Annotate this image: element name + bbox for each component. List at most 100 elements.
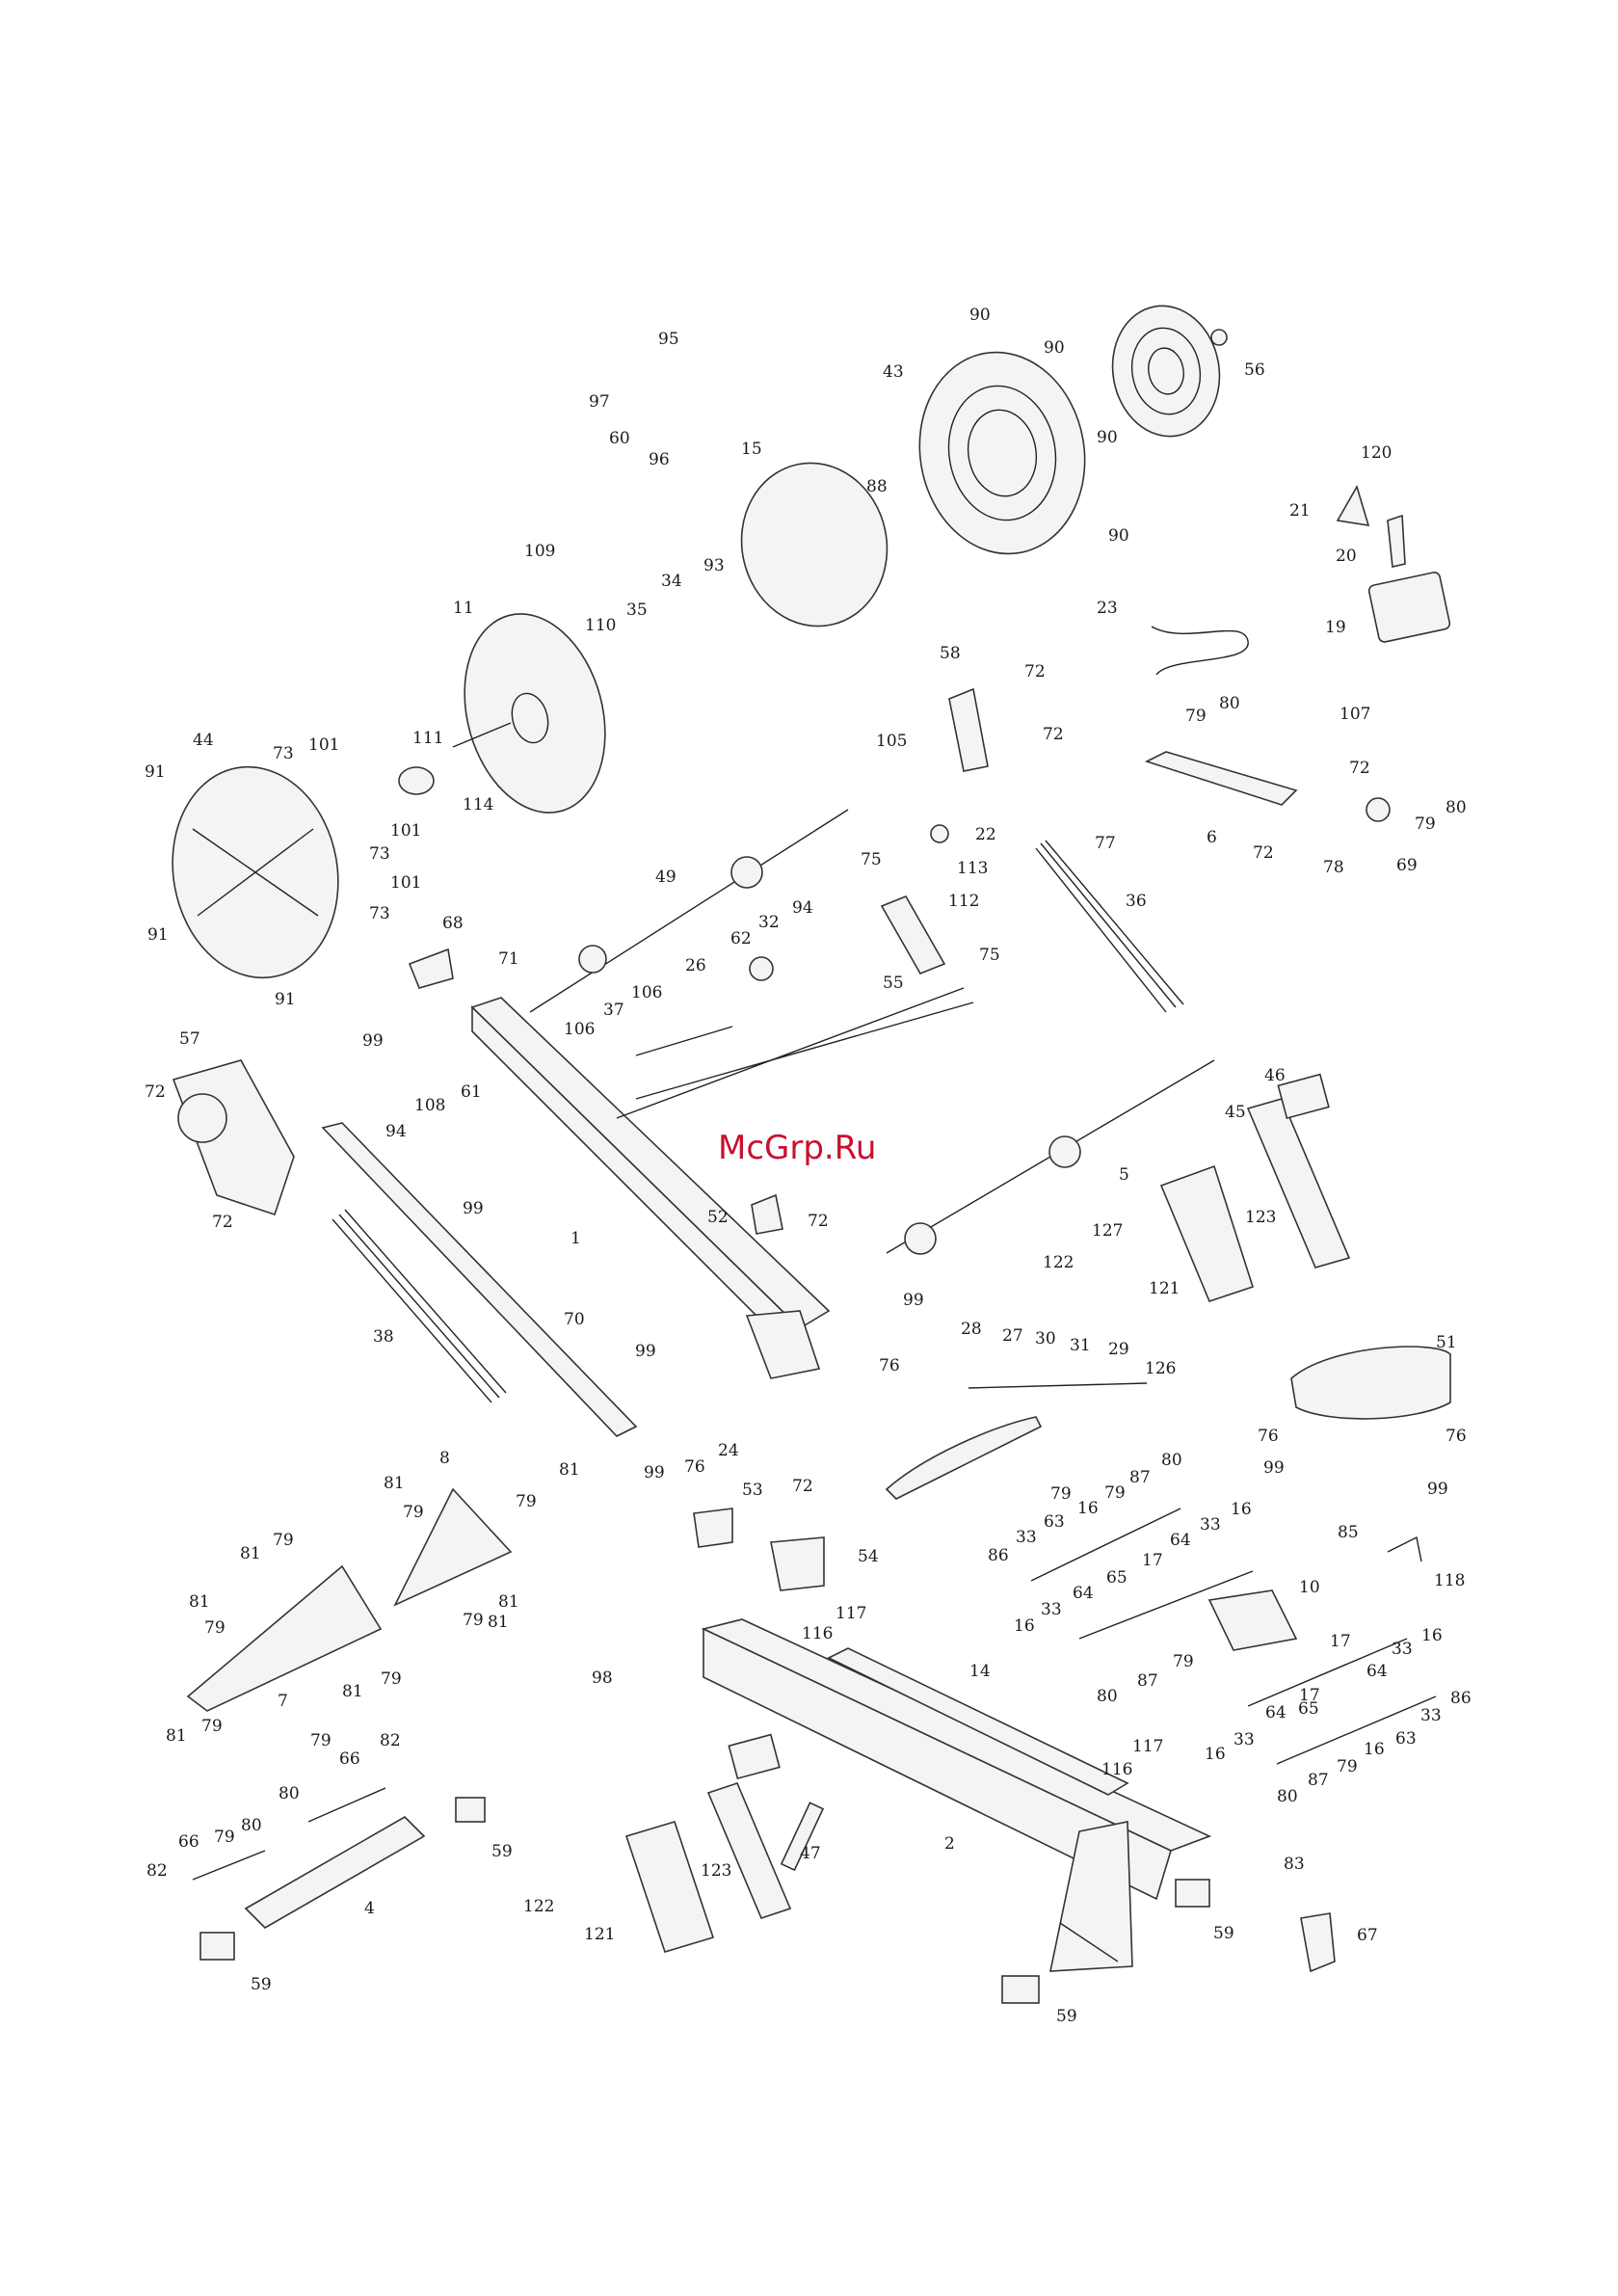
label: 58 (940, 644, 961, 663)
label: 10 (1299, 1578, 1320, 1597)
label: 76 (1446, 1427, 1467, 1446)
label: 20 (1336, 547, 1357, 566)
drive-belt (740, 462, 889, 627)
base-rail (701, 1618, 1212, 1972)
label: 81 (488, 1613, 509, 1632)
label: 72 (1253, 843, 1274, 863)
label: 49 (655, 868, 676, 887)
label: 23 (1097, 599, 1118, 618)
label: 121 (1149, 1279, 1180, 1298)
label: 79 (516, 1492, 537, 1511)
callout-labels: 1 2 4 5 6 7 8 10 11 14 15 16 16 16 16 16… (145, 306, 1472, 2026)
label: 57 (179, 1029, 200, 1049)
label: 112 (948, 892, 979, 911)
label: 76 (684, 1457, 705, 1477)
label: 30 (1035, 1329, 1056, 1348)
label: 72 (212, 1213, 233, 1232)
seat-cushion (1290, 1346, 1451, 1420)
label: 85 (1338, 1523, 1359, 1542)
label: 99 (635, 1342, 656, 1361)
label: 33 (1392, 1640, 1413, 1659)
rear-stabilizer (244, 1816, 426, 1929)
label: 78 (1323, 858, 1344, 877)
label: 17 (1299, 1686, 1320, 1705)
label: 91 (145, 762, 166, 782)
label: 16 (1364, 1740, 1385, 1759)
label: 99 (1263, 1458, 1285, 1478)
label: 81 (384, 1474, 405, 1493)
label: 87 (1129, 1468, 1151, 1487)
handle-grip (885, 1416, 1043, 1500)
label: 4 (364, 1899, 375, 1918)
label: 72 (1349, 759, 1370, 778)
label: 81 (342, 1682, 363, 1701)
bracket-58 (948, 687, 989, 772)
label: 79 (1173, 1652, 1194, 1671)
label: 72 (145, 1082, 166, 1102)
label: 109 (524, 542, 555, 561)
front-leg-7 (186, 1564, 383, 1712)
label: 86 (1450, 1689, 1472, 1708)
label: 2 (944, 1834, 955, 1854)
label: 15 (741, 440, 762, 459)
cap-68 (408, 948, 454, 989)
label: 88 (866, 477, 888, 496)
label: 73 (273, 744, 294, 763)
main-beam (470, 997, 831, 1379)
end-cap (1175, 1879, 1210, 1908)
label: 34 (661, 572, 682, 591)
knob-22 (930, 824, 949, 843)
label: 36 (1126, 892, 1147, 911)
label: 95 (658, 330, 679, 349)
label: 59 (1213, 1924, 1234, 1943)
label: 35 (626, 601, 648, 620)
label: 59 (1056, 2007, 1077, 2026)
label: 81 (498, 1592, 519, 1612)
end-cap (199, 1932, 235, 1961)
label: 76 (1258, 1427, 1279, 1446)
label: 123 (701, 1861, 731, 1881)
label: 68 (442, 914, 464, 933)
label: 70 (564, 1310, 585, 1329)
console-monitor (1367, 572, 1451, 643)
label: 8 (439, 1449, 450, 1468)
label: 16 (1077, 1499, 1099, 1518)
part-53 (693, 1508, 733, 1548)
label: 79 (204, 1618, 225, 1638)
label: 116 (1101, 1760, 1132, 1779)
label: 65 (1106, 1568, 1127, 1588)
label: 118 (1434, 1571, 1465, 1590)
label: 76 (879, 1356, 900, 1375)
label: 64 (1265, 1703, 1286, 1722)
label: 93 (703, 556, 725, 575)
ring-114 (398, 766, 435, 795)
label: 80 (241, 1816, 262, 1835)
label: 77 (1095, 834, 1116, 853)
label: 59 (491, 1842, 513, 1861)
label: 90 (1097, 428, 1118, 447)
label: 63 (1395, 1729, 1417, 1749)
label: 99 (463, 1199, 484, 1218)
label: 79 (463, 1611, 484, 1630)
label: 79 (273, 1531, 294, 1550)
label: 54 (858, 1547, 879, 1566)
label: 81 (240, 1544, 261, 1563)
part-52 (751, 1193, 783, 1235)
label: 86 (988, 1546, 1009, 1565)
foot-strap-46 (1277, 1073, 1330, 1120)
cover-57-hub (177, 1093, 227, 1143)
label: 65 (1298, 1699, 1319, 1719)
label: 81 (559, 1460, 580, 1480)
label: 16 (1421, 1626, 1443, 1645)
bracket-54 (770, 1536, 825, 1591)
label: 79 (1337, 1757, 1358, 1776)
label: 79 (1415, 814, 1436, 834)
label: 62 (730, 929, 752, 948)
label: 33 (1200, 1515, 1221, 1535)
label: 32 (758, 913, 780, 932)
label: 17 (1330, 1632, 1351, 1651)
label: 69 (1396, 856, 1418, 875)
part-67 (1300, 1912, 1336, 1973)
label: 99 (644, 1463, 665, 1482)
label: 123 (1245, 1208, 1276, 1227)
